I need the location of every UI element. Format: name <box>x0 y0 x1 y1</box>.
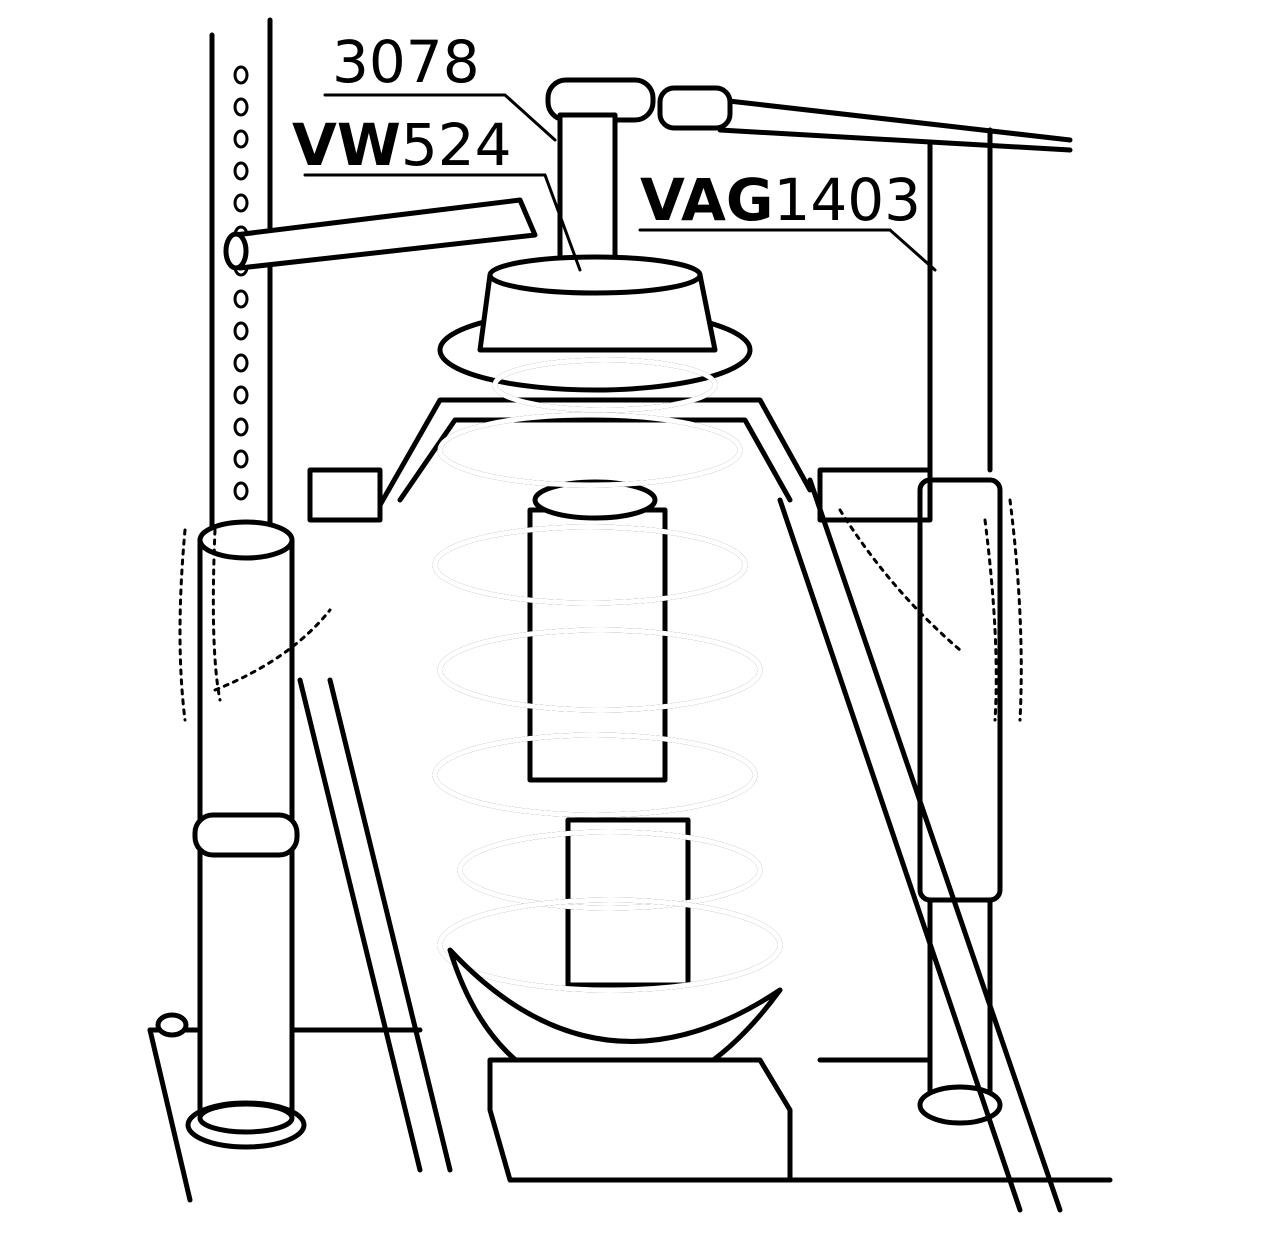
label-vag1403: VAG1403 <box>640 166 921 234</box>
label-3078: 3078 <box>332 28 480 96</box>
spring-coil <box>457 829 763 911</box>
post-hole <box>233 385 249 405</box>
post-hole <box>233 193 249 213</box>
right-frame-post <box>917 127 1003 1126</box>
spring-coil <box>492 357 718 413</box>
top-spring-seat <box>437 254 753 393</box>
post-hole <box>233 129 249 149</box>
label-vw524: VW524 <box>292 111 512 179</box>
lower-seat-and-base <box>147 947 1113 1203</box>
leader-vw524 <box>303 173 582 272</box>
coil-spring <box>432 357 783 993</box>
leader-vag1403 <box>638 228 937 272</box>
post-hole <box>233 481 249 501</box>
spring-coil <box>437 412 743 488</box>
post-hole <box>233 449 249 469</box>
left-perforated-post <box>185 17 307 1150</box>
post-hole <box>233 161 249 181</box>
post-hole <box>233 65 249 85</box>
post-hole <box>233 353 249 373</box>
chains <box>178 498 1023 722</box>
spring-coil <box>432 732 758 818</box>
spring-coil <box>437 627 763 713</box>
handle-bar <box>223 197 538 271</box>
post-hole <box>233 321 249 341</box>
spring-coil <box>437 897 783 993</box>
spindle <box>545 77 656 288</box>
support-rails <box>297 397 1063 1213</box>
top-crossbar <box>657 85 1073 153</box>
leader-3078 <box>323 93 557 142</box>
spring-coil <box>432 524 748 606</box>
post-hole <box>233 289 249 309</box>
post-hole <box>233 97 249 117</box>
post-hole <box>233 417 249 437</box>
